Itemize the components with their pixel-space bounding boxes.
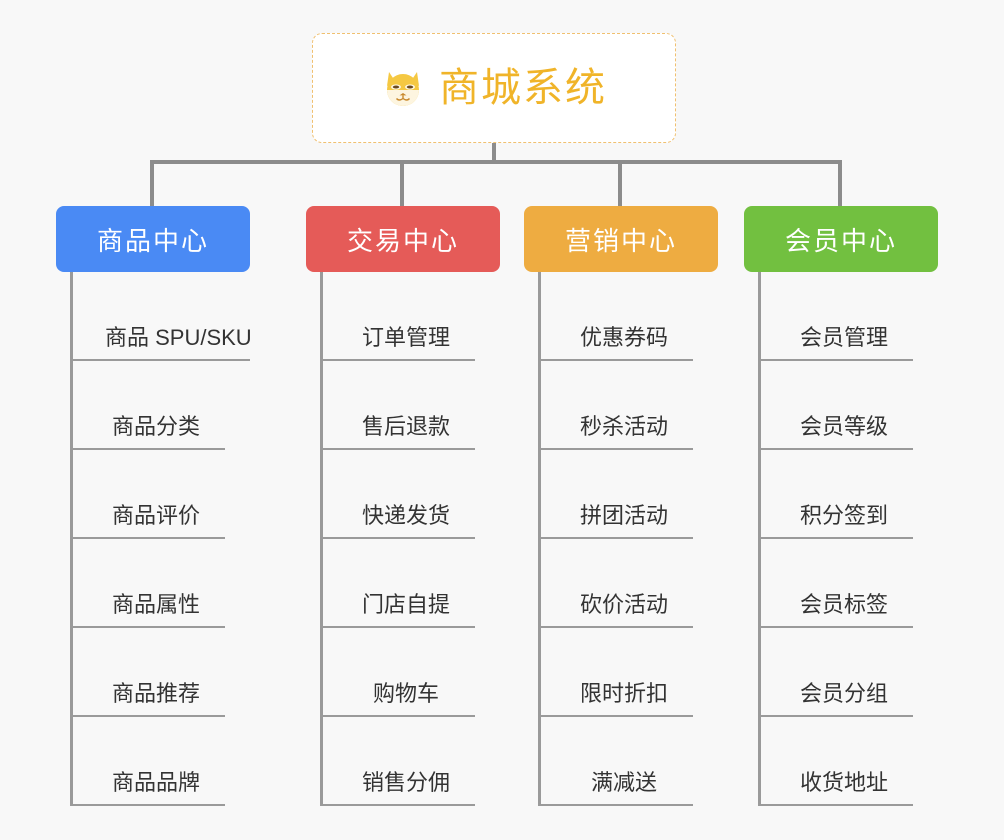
list-item[interactable]: 商品 SPU/SKU bbox=[73, 272, 252, 361]
list-item[interactable]: 商品属性 bbox=[73, 539, 250, 628]
list-item[interactable]: 商品分类 bbox=[73, 361, 250, 450]
list-item[interactable]: 商品评价 bbox=[73, 450, 250, 539]
list-item[interactable]: 快递发货 bbox=[323, 450, 500, 539]
item-label: 商品评价 bbox=[73, 505, 225, 539]
list-item[interactable]: 商品品牌 bbox=[73, 717, 250, 806]
list-item[interactable]: 销售分佣 bbox=[323, 717, 500, 806]
item-label: 优惠券码 bbox=[541, 327, 693, 361]
list-item[interactable]: 收货地址 bbox=[761, 717, 938, 806]
branch-column-1: 商品中心 商品 SPU/SKU 商品分类 商品评价 商品属性 商品推荐 商品品牌 bbox=[56, 206, 252, 806]
list-item[interactable]: 秒杀活动 bbox=[541, 361, 718, 450]
item-label: 会员分组 bbox=[761, 683, 913, 717]
list-item[interactable]: 会员等级 bbox=[761, 361, 938, 450]
branch-items-3: 优惠券码 秒杀活动 拼团活动 砍价活动 限时折扣 满减送 bbox=[538, 272, 718, 806]
item-label: 拼团活动 bbox=[541, 505, 693, 539]
list-item[interactable]: 满减送 bbox=[541, 717, 718, 806]
root-node[interactable]: 商城系统 bbox=[312, 33, 676, 143]
item-label: 会员管理 bbox=[761, 327, 913, 361]
item-label: 门店自提 bbox=[323, 594, 475, 628]
branch-header-label: 会员中心 bbox=[784, 225, 897, 256]
branch-header-label: 营销中心 bbox=[564, 225, 677, 256]
list-item[interactable]: 订单管理 bbox=[323, 272, 500, 361]
list-item[interactable]: 会员标签 bbox=[761, 539, 938, 628]
item-label: 商品推荐 bbox=[73, 683, 225, 717]
branch-column-2: 交易中心 订单管理 售后退款 快递发货 门店自提 购物车 销售分佣 bbox=[306, 206, 500, 806]
branch-header-4[interactable]: 会员中心 bbox=[744, 206, 938, 272]
item-label: 购物车 bbox=[323, 683, 475, 717]
list-item[interactable]: 积分签到 bbox=[761, 450, 938, 539]
connector-drop-2 bbox=[400, 160, 404, 208]
branch-header-label: 商品中心 bbox=[96, 225, 209, 256]
branch-items-1: 商品 SPU/SKU 商品分类 商品评价 商品属性 商品推荐 商品品牌 bbox=[70, 272, 252, 806]
connector-stem bbox=[492, 143, 496, 164]
list-item[interactable]: 砍价活动 bbox=[541, 539, 718, 628]
list-item[interactable]: 商品推荐 bbox=[73, 628, 250, 717]
list-item[interactable]: 拼团活动 bbox=[541, 450, 718, 539]
item-label: 销售分佣 bbox=[323, 772, 475, 806]
list-item[interactable]: 购物车 bbox=[323, 628, 500, 717]
item-label: 会员等级 bbox=[761, 416, 913, 450]
branch-column-4: 会员中心 会员管理 会员等级 积分签到 会员标签 会员分组 收货地址 bbox=[744, 206, 938, 806]
item-label: 商品分类 bbox=[73, 416, 225, 450]
item-label: 秒杀活动 bbox=[541, 416, 693, 450]
item-label: 砍价活动 bbox=[541, 594, 693, 628]
branch-header-3[interactable]: 营销中心 bbox=[524, 206, 718, 272]
connector-drop-1 bbox=[150, 160, 154, 208]
branch-header-2[interactable]: 交易中心 bbox=[306, 206, 500, 272]
shiba-dog-face-icon bbox=[381, 66, 425, 110]
connector-drop-4 bbox=[838, 160, 842, 208]
item-label: 满减送 bbox=[541, 772, 693, 806]
list-item[interactable]: 门店自提 bbox=[323, 539, 500, 628]
list-item[interactable]: 优惠券码 bbox=[541, 272, 718, 361]
branch-header-1[interactable]: 商品中心 bbox=[56, 206, 250, 272]
branch-header-label: 交易中心 bbox=[346, 225, 459, 256]
item-label: 订单管理 bbox=[323, 327, 475, 361]
list-item[interactable]: 售后退款 bbox=[323, 361, 500, 450]
branch-items-4: 会员管理 会员等级 积分签到 会员标签 会员分组 收货地址 bbox=[758, 272, 938, 806]
item-label: 商品 SPU/SKU bbox=[73, 327, 252, 361]
item-label: 快递发货 bbox=[323, 505, 475, 539]
item-label: 商品品牌 bbox=[73, 772, 225, 806]
branch-column-3: 营销中心 优惠券码 秒杀活动 拼团活动 砍价活动 限时折扣 满减送 bbox=[524, 206, 718, 806]
item-label: 积分签到 bbox=[761, 505, 913, 539]
list-item[interactable]: 限时折扣 bbox=[541, 628, 718, 717]
item-label: 售后退款 bbox=[323, 416, 475, 450]
list-item[interactable]: 会员分组 bbox=[761, 628, 938, 717]
item-label: 收货地址 bbox=[761, 772, 913, 806]
connector-drop-3 bbox=[618, 160, 622, 208]
connector-horizontal-bar bbox=[150, 160, 842, 164]
item-label: 限时折扣 bbox=[541, 683, 693, 717]
item-label: 商品属性 bbox=[73, 594, 225, 628]
list-item[interactable]: 会员管理 bbox=[761, 272, 938, 361]
root-title: 商城系统 bbox=[439, 66, 607, 110]
item-label: 会员标签 bbox=[761, 594, 913, 628]
branch-items-2: 订单管理 售后退款 快递发货 门店自提 购物车 销售分佣 bbox=[320, 272, 500, 806]
